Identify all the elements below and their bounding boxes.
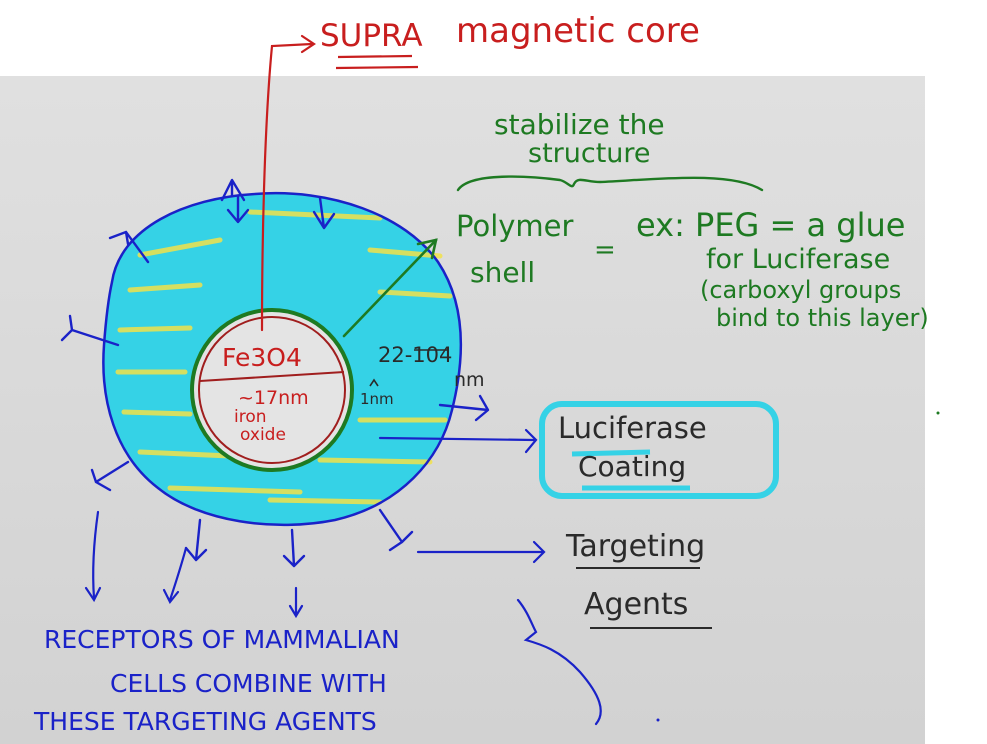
arrow-to-luciferase (378, 428, 538, 454)
down-arrows (84, 510, 304, 619)
polymer-label-line1: Polymer (456, 209, 574, 243)
core-name-line2: oxide (240, 425, 286, 445)
arrow-to-targeting (416, 540, 546, 564)
targeting-bracket (516, 598, 602, 726)
luciferase-label-line2: Coating (578, 450, 686, 483)
core-size: ~17nm (238, 387, 309, 409)
example-line4: bind to this layer) (716, 304, 929, 332)
polymer-equals: = (594, 235, 616, 265)
luciferase-label-line1: Luciferase (558, 411, 707, 445)
stabilize-line1: stabilize the (494, 108, 665, 141)
thickness-marker (369, 349, 448, 387)
supra-underline-2 (335, 65, 419, 70)
luciferase-underline (571, 449, 651, 457)
core-name-line1: iron (234, 407, 267, 427)
core-title-supra: SUPRA (320, 18, 423, 54)
polymer-shell (190, 308, 354, 472)
receptors-line1: RECEPTORS OF MAMMALIAN (44, 625, 400, 654)
receptors-line2: CELLS COMBINE WITH (110, 669, 387, 698)
example-line2: for Luciferase (706, 244, 890, 275)
stray-dot-2 (656, 718, 660, 722)
example-line3: (carboxyl groups (700, 276, 901, 304)
shell-thickness: 1nm (360, 390, 394, 408)
core-formula: Fe3O4 (222, 343, 302, 372)
arrow-to-core-title (260, 34, 316, 332)
thickness-range: 22-104 (378, 343, 452, 367)
supra-underline (337, 54, 413, 59)
arrow-to-polymer-shell (342, 238, 438, 338)
example-line1: ex: PEG = a glue (636, 206, 905, 244)
targeting-agents (60, 178, 490, 568)
brace (456, 175, 764, 192)
polymer-label-line2: shell (470, 256, 535, 289)
stabilize-line2: structure (528, 138, 651, 169)
core-title-rest: magnetic core (456, 11, 700, 51)
luciferase-box (539, 401, 779, 499)
thickness-unit: nm (454, 369, 485, 391)
magnetic-core (198, 316, 346, 464)
receptors-line3: THESE TARGETING AGENTS (33, 707, 377, 736)
targeting-label-line2: Agents (584, 587, 688, 622)
stray-dot-1 (936, 411, 940, 415)
targeting-label-line1: Targeting (565, 529, 705, 564)
